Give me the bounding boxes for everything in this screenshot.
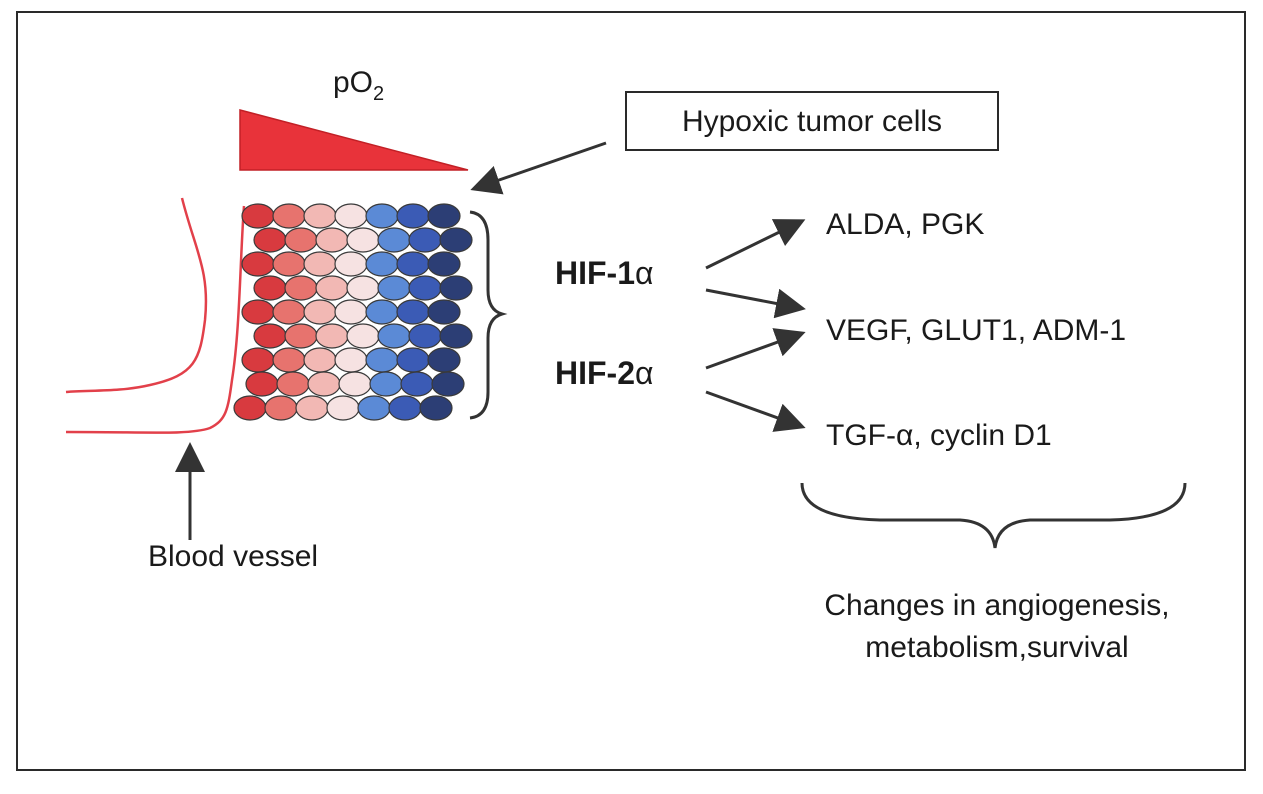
blood-vessel-label: Blood vessel (148, 540, 318, 573)
tumor-cell (241, 347, 275, 373)
tumor-cell (253, 323, 287, 349)
tumor-cell (400, 371, 434, 397)
tumor-cell (377, 275, 411, 301)
tumor-cell (396, 203, 430, 229)
tumor-cell (295, 395, 329, 421)
tumor-cell (253, 227, 287, 253)
tumor-cell (408, 227, 442, 253)
hypoxic-tumor-cells-label: Hypoxic tumor cells (682, 105, 942, 138)
tumor-cell (365, 251, 399, 277)
outcome-line-1: Changes in angiogenesis, (824, 589, 1169, 622)
target-vegf-glut1-adm1: VEGF, GLUT1, ADM-1 (826, 314, 1126, 347)
blood-vessel-lower-wall (65, 205, 246, 434)
tumor-cell (334, 251, 368, 277)
tumor-cell (388, 395, 422, 421)
tumor-cell (427, 299, 461, 325)
arrow-hif1-to-vegf (705, 288, 806, 319)
po2-gradient-triangle (239, 109, 469, 171)
tumor-cell (377, 227, 411, 253)
hif-2a-label: HIF-2α (555, 355, 654, 391)
target-tgf-cyclin-d1: TGF-α, cyclin D1 (826, 419, 1052, 452)
tumor-cell (284, 227, 318, 253)
cells-bracket (469, 210, 508, 420)
tumor-cell (346, 323, 380, 349)
tumor-cell (439, 275, 473, 301)
tumor-cell (303, 251, 337, 277)
tumor-cell (334, 299, 368, 325)
tumor-cell (338, 371, 372, 397)
tumor-cell (264, 395, 298, 421)
tumor-cell (365, 203, 399, 229)
tumor-cell (241, 251, 275, 277)
tumor-cell (346, 227, 380, 253)
tumor-cell (253, 275, 287, 301)
tumor-cell (396, 299, 430, 325)
tumor-cell (346, 275, 380, 301)
tumor-cell (427, 251, 461, 277)
tumor-cell (307, 371, 341, 397)
tumor-cell (365, 347, 399, 373)
tumor-cell (377, 323, 411, 349)
tumor-cell (315, 227, 349, 253)
tumor-cell (357, 395, 391, 421)
tumor-cell (334, 347, 368, 373)
tumor-cell (427, 347, 461, 373)
tumor-cell (303, 203, 337, 229)
tumor-cell (396, 347, 430, 373)
tumor-cell (241, 299, 275, 325)
tumor-cell (272, 203, 306, 229)
tumor-cell (241, 203, 275, 229)
tumor-cell (284, 275, 318, 301)
tumor-cell (408, 275, 442, 301)
hif-1a-label: HIF-1α (555, 255, 654, 291)
hypoxic-tumor-cells-box (625, 91, 999, 151)
tumor-cell (427, 203, 461, 229)
tumor-cell (419, 395, 453, 421)
tumor-cell (439, 323, 473, 349)
tumor-cell (303, 347, 337, 373)
tumor-cell (334, 203, 368, 229)
arrow-hif2-to-vegf (705, 328, 806, 370)
arrow-hif1-to-alda-pgk (705, 219, 806, 270)
tumor-cell (315, 323, 349, 349)
outcome-brace (800, 482, 1187, 549)
tumor-cell (369, 371, 403, 397)
tumor-cell (284, 323, 318, 349)
tumor-cell (272, 251, 306, 277)
arrow-hif2-to-tgf (705, 390, 806, 432)
po2-label: pO2 (333, 66, 384, 105)
tumor-cell (245, 371, 279, 397)
tumor-cell (315, 275, 349, 301)
tumor-cell (233, 395, 267, 421)
tumor-cell (326, 395, 360, 421)
tumor-cell-cluster (233, 203, 473, 421)
tumor-cell (439, 227, 473, 253)
target-alda-pgk: ALDA, PGK (826, 208, 984, 241)
tumor-cell (276, 371, 310, 397)
tumor-cell (303, 299, 337, 325)
tumor-cell (408, 323, 442, 349)
tumor-cell (396, 251, 430, 277)
tumor-cell (272, 299, 306, 325)
outcome-line-2: metabolism,survival (865, 631, 1128, 664)
hypoxic-pointer-arrow (470, 141, 607, 195)
tumor-cell (272, 347, 306, 373)
blood-vessel-upper-wall (65, 197, 208, 394)
tumor-cell (431, 371, 465, 397)
tumor-cell (365, 299, 399, 325)
